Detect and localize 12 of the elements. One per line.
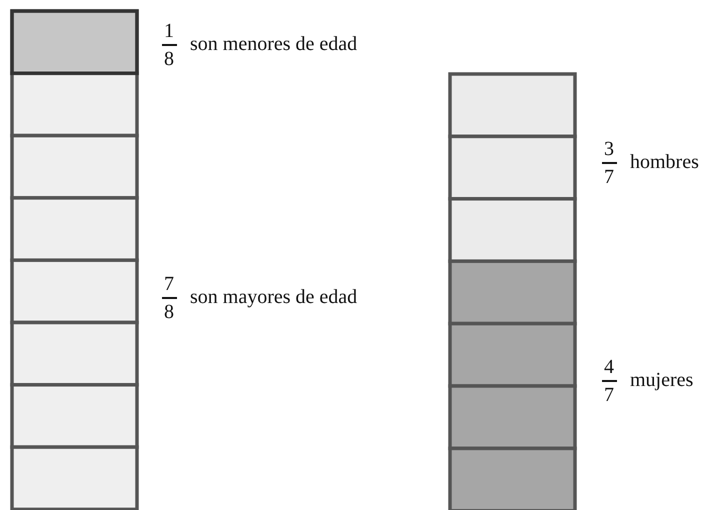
numerator: 3 xyxy=(604,138,614,160)
denominator: 7 xyxy=(604,166,614,188)
numerator: 7 xyxy=(164,273,174,295)
fraction-description: mujeres xyxy=(630,368,694,392)
numerator: 1 xyxy=(164,20,174,42)
denominator: 8 xyxy=(164,300,174,322)
denominator: 7 xyxy=(604,384,614,406)
numerator: 4 xyxy=(604,356,614,378)
fraction-description: son menores de edad xyxy=(190,32,358,56)
fraction-description: hombres xyxy=(630,150,699,174)
denominator: 8 xyxy=(164,48,174,70)
fraction-description: son mayores de edad xyxy=(190,285,358,309)
